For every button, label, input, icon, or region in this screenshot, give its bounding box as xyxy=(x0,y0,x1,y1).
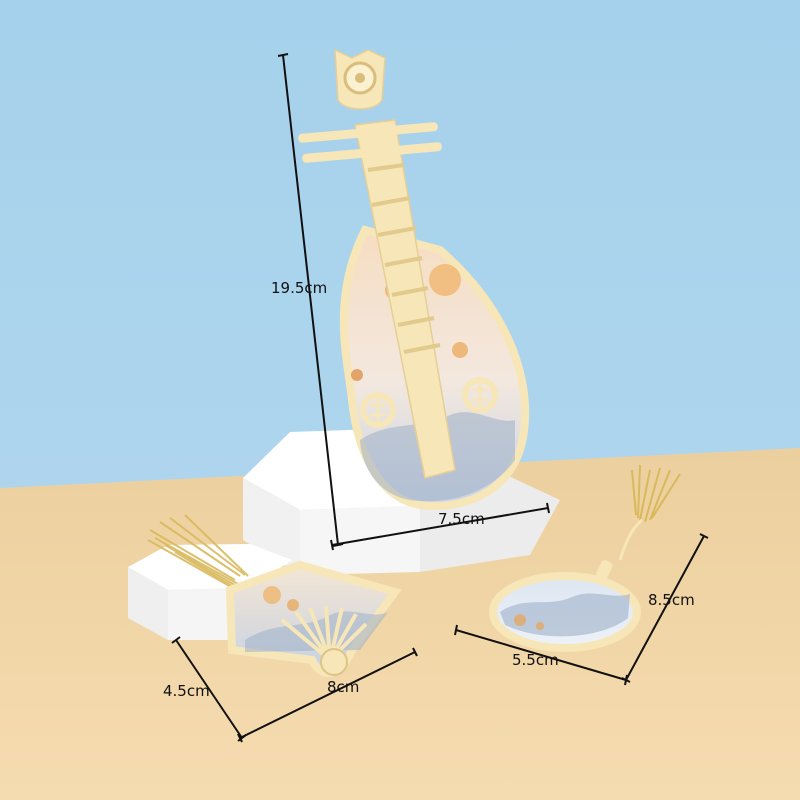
round-fan-bookmark xyxy=(489,464,681,652)
fan-height-label: 4.5cm xyxy=(163,682,210,700)
fan-width-line xyxy=(237,647,418,743)
round-fan-height-label: 8.5cm xyxy=(648,591,695,609)
dimension-lines xyxy=(171,53,709,743)
pipa-width-line xyxy=(330,502,550,551)
round-fan-width-label: 5.5cm xyxy=(512,651,559,669)
pipa-bookmark xyxy=(298,48,530,510)
pipa-width-label: 7.5cm xyxy=(438,510,485,528)
round-fan-height-line xyxy=(621,533,709,683)
pipa-height-label: 19.5cm xyxy=(271,279,328,297)
fan-width-label: 8cm xyxy=(327,678,360,696)
folding-fan-bookmark xyxy=(147,514,402,678)
table-surface xyxy=(0,448,800,800)
